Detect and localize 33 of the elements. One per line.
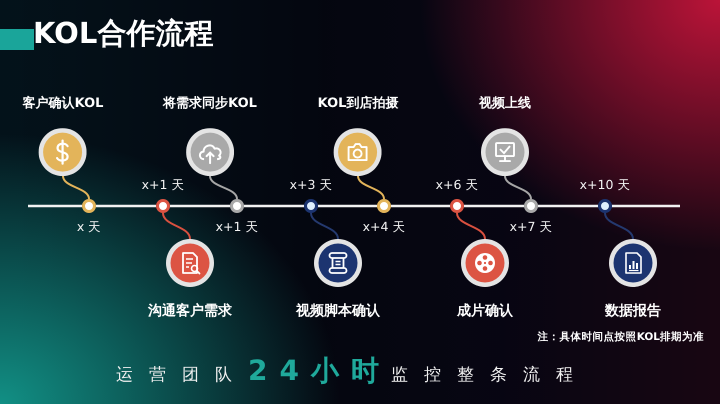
leader-line <box>604 212 634 240</box>
leader-line <box>357 176 385 200</box>
timeline-line <box>318 204 377 208</box>
leader-line <box>504 176 532 200</box>
day-label: x+3 天 <box>290 177 332 192</box>
leader-line <box>162 212 191 240</box>
day-label: x+1 天 <box>216 219 258 234</box>
step-title: 成片确认 <box>457 302 513 320</box>
day-label: x 天 <box>76 219 102 234</box>
day-label: x+6 天 <box>436 177 478 192</box>
timeline-line <box>464 204 524 208</box>
step-title: 沟通客户需求 <box>148 302 232 320</box>
step-title: KOL到店拍摄 <box>318 96 398 113</box>
day-label: x+7 天 <box>510 219 552 234</box>
timeline-line <box>244 204 304 208</box>
step-title: 视频上线 <box>479 96 531 113</box>
day-label: x+4 天 <box>362 219 406 234</box>
leader-line <box>456 212 486 240</box>
leader-line <box>209 176 238 200</box>
step-title: 视频脚本确认 <box>296 302 380 320</box>
day-label: x+1 天 <box>142 177 184 192</box>
timeline-line <box>538 204 598 208</box>
footnote: 注：具体时间点按照KOL排期为准 <box>538 330 704 344</box>
step-title: 将需求同步KOL <box>163 96 257 113</box>
leader-line <box>310 212 339 240</box>
timeline-line <box>170 204 230 208</box>
page-title: KOL合作流程 <box>33 16 214 51</box>
leader-line <box>62 176 90 200</box>
day-label: x+10 天 <box>580 177 630 192</box>
step-title: 客户确认KOL <box>22 96 104 113</box>
timeline-line <box>96 204 156 208</box>
step-title: 数据报告 <box>605 302 661 320</box>
timeline-line <box>391 204 450 208</box>
